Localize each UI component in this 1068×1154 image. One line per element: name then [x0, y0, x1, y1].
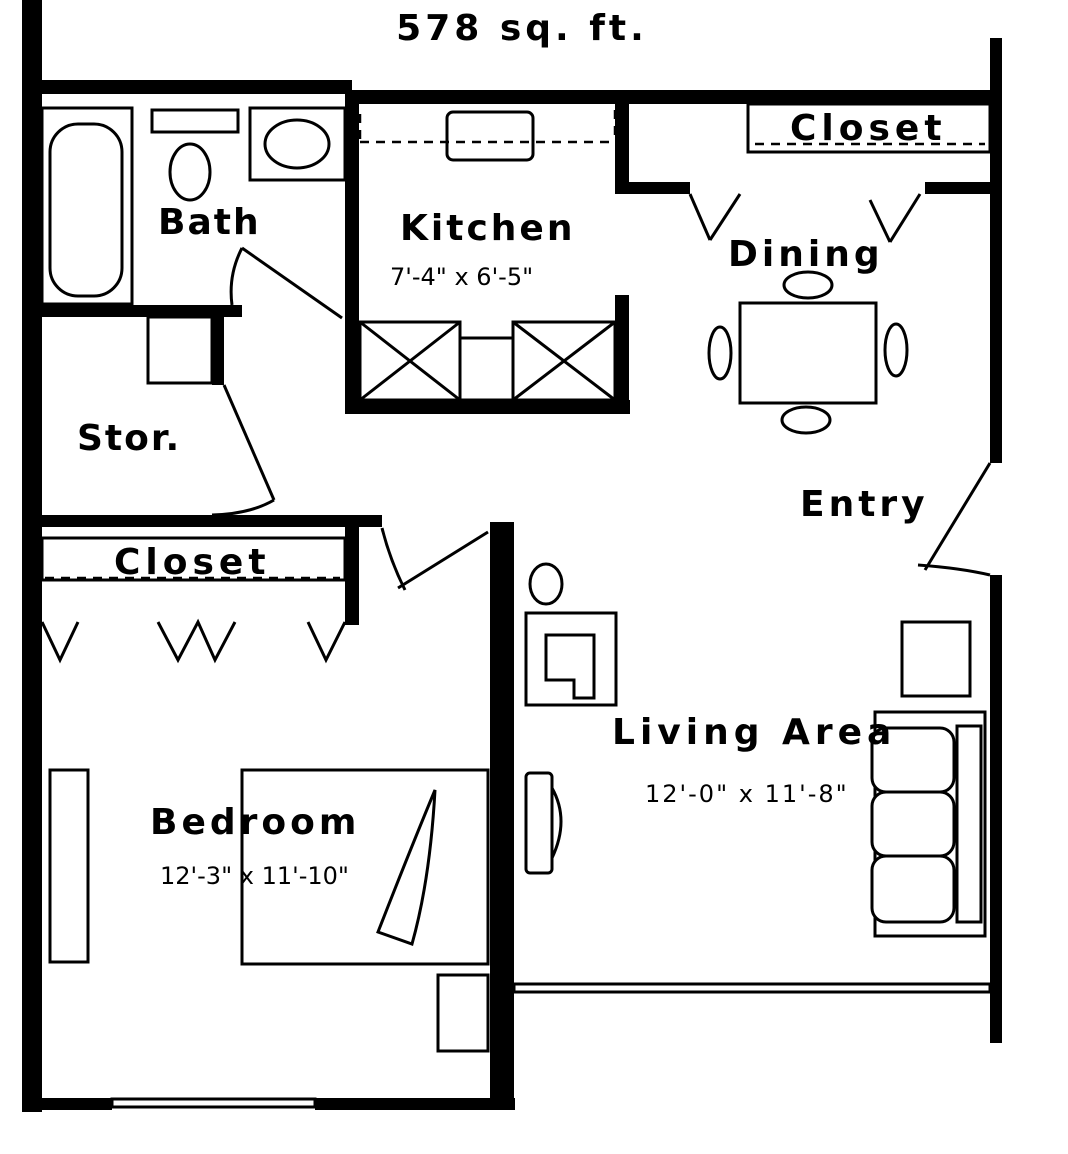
bedroom-door-arc [380, 527, 407, 591]
bathtub-inner [48, 122, 124, 298]
living-label: Living Area [612, 712, 896, 753]
wall-right-upper [990, 38, 1002, 463]
living-size: 12'-0" x 11'-8" [645, 780, 849, 808]
kitchen-fixtures [358, 110, 617, 402]
wall-top-main [345, 90, 1000, 104]
labels: 578 sq. ft. Bath Kitchen 7'-4" x 6'-5" C… [77, 8, 947, 890]
wall-bedroom-top [22, 515, 382, 527]
sofa-cushion-2 [870, 790, 956, 858]
area-label: 578 sq. ft. [396, 8, 648, 49]
closet-door-left-2 [708, 193, 742, 241]
vanity [248, 106, 347, 182]
kitchen-sink [445, 110, 535, 162]
closet-door-right-1 [868, 199, 892, 243]
wall-closet-bedroom-right [345, 525, 359, 625]
dining-table [738, 301, 878, 405]
walls [22, 0, 1002, 1112]
wall-right-lower [990, 575, 1002, 1043]
closet-door-right-2 [888, 193, 922, 243]
dresser [48, 768, 90, 964]
lamp [528, 562, 564, 606]
chair-right [883, 322, 909, 378]
wall-bath-bottom [22, 305, 242, 317]
nightstand [436, 973, 490, 1053]
closet-door-left-1 [688, 193, 712, 241]
wall-bedroom-bottom-right [315, 1098, 515, 1110]
living-furniture [524, 562, 987, 938]
wall-closet-right [925, 182, 1000, 194]
bedroom-size: 12'-3" x 11'-10" [160, 862, 349, 890]
closet-bedroom-door-1 [40, 621, 80, 664]
bedroom-label: Bedroom [150, 802, 360, 843]
closet-top-label: Closet [790, 108, 947, 149]
armchair-seat [544, 633, 596, 700]
kitchen-label: Kitchen [400, 208, 575, 249]
bed [240, 768, 490, 966]
wall-left-outer [22, 0, 42, 1112]
kitchen-counter-edge [358, 110, 617, 142]
fridge-x2 [512, 320, 616, 402]
closet-bedroom-box [40, 536, 347, 582]
wall-closet-left [615, 182, 690, 194]
tv-stand-curve [550, 787, 563, 859]
closet-bedroom-label: Closet [114, 542, 271, 583]
toilet-tank [150, 108, 240, 134]
bathtub [40, 106, 134, 306]
bed-cover-fold [376, 789, 437, 946]
closet-bedroom-door-3 [306, 621, 347, 664]
storage-door-arc [211, 498, 275, 517]
entry-door-leaf [923, 462, 992, 571]
closet-top-box [746, 102, 992, 154]
wall-bath-kitchen [345, 90, 359, 410]
wall-kitchen-right [615, 295, 629, 414]
chair-left [707, 325, 733, 381]
closet-top-fixtures [688, 102, 992, 243]
tv-stand [524, 771, 554, 875]
wall-bedroom-bottom [22, 1098, 112, 1110]
range-x2 [359, 320, 461, 402]
toilet-bowl [168, 142, 212, 202]
refrigerator [511, 320, 617, 402]
closet-bedroom-door-2 [156, 618, 237, 664]
bedroom-door [397, 530, 489, 590]
wall-kitchen-bottom [345, 400, 630, 414]
sofa-back [955, 724, 983, 924]
dining-set [707, 270, 909, 435]
end-table [900, 620, 972, 698]
entry-label: Entry [800, 484, 929, 525]
armchair [524, 611, 618, 707]
closet-bedroom-fixtures [40, 527, 489, 664]
sofa-cushion-3 [870, 854, 956, 924]
entry-door [917, 462, 992, 577]
wall-top-bath [22, 80, 352, 94]
water-heater [146, 315, 214, 385]
kitchen-size: 7'-4" x 6'-5" [390, 263, 533, 291]
wall-storage-right [212, 305, 224, 385]
sink-bath [263, 118, 331, 170]
dining-label: Dining [728, 234, 884, 275]
bath-label: Bath [158, 202, 261, 243]
chair-top [782, 270, 834, 300]
entry-door-arc [917, 563, 991, 577]
window-bedroom [110, 1097, 317, 1109]
window-living [512, 982, 992, 994]
bath-door-arc [229, 247, 244, 306]
bath-fixtures [40, 106, 347, 320]
bath-door [241, 246, 343, 320]
chair-bottom [780, 405, 832, 435]
wall-kitchen-dining [615, 104, 629, 194]
storage-label: Stor. [77, 418, 181, 459]
counter-mid [458, 336, 515, 402]
storage-fixtures [146, 315, 276, 517]
bedroom-furniture [48, 768, 490, 1053]
storage-door [222, 384, 276, 501]
wall-bedroom-right [490, 522, 514, 1110]
